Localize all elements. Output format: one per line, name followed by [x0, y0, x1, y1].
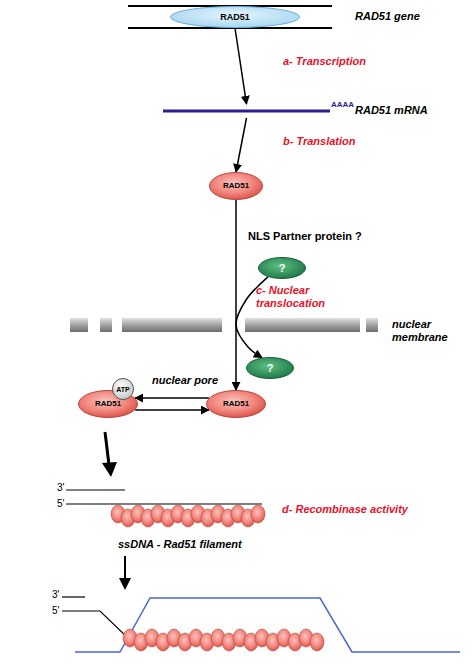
protein-ellipse: RAD51ATP [78, 390, 138, 418]
strand-invasion [62, 597, 460, 652]
partner-protein: ? [258, 257, 306, 279]
node-outline [207, 391, 266, 418]
nuclear-membrane [70, 318, 378, 332]
annotation-label: nuclear pore [152, 374, 218, 387]
step-label: a- Transcription [283, 55, 433, 68]
node-heading: AAAA [331, 100, 354, 110]
node-outline [163, 110, 330, 113]
atp-circle: ATP [112, 378, 134, 400]
node-outline [247, 358, 294, 379]
annotation-label: NLS Partner protein ? [248, 230, 362, 243]
node-text: RAD51 [206, 390, 266, 418]
partner-protein: ? [246, 357, 294, 379]
arrow-connector [235, 28, 247, 104]
step-label: c- Nuclear translocation [256, 284, 344, 310]
annotation-label: d- Recombinase activity [282, 503, 408, 516]
node-heading: RAD51 mRNA [355, 104, 428, 117]
node-text: ? [258, 257, 306, 279]
mrna-strand: AAAARAD51 mRNA [163, 104, 330, 118]
step-label: b- Translation [283, 135, 433, 148]
arrow-connector [135, 397, 209, 399]
annotation-label: 3' [52, 588, 59, 601]
node-text: ATP [112, 378, 134, 400]
node-heading: RAD51 gene [355, 10, 420, 23]
gene-dna [128, 6, 332, 28]
annotation-label: 5' [57, 497, 64, 510]
node-outline [171, 7, 300, 28]
arrow-connector [135, 409, 209, 411]
node-text: ? [246, 357, 294, 379]
node-outline [113, 379, 134, 400]
arrow-connector [235, 200, 237, 390]
protein-ellipse: RAD51 [206, 390, 266, 418]
rad51-filament [123, 629, 324, 651]
gene-region: RAD51RAD51 gene [170, 6, 300, 28]
annotation-label: nuclear membrane [392, 318, 462, 344]
node-outline [259, 258, 306, 279]
protein-ellipse: RAD51 [209, 172, 263, 200]
node-text: RAD51 [170, 6, 300, 28]
dna-strands [66, 490, 262, 504]
annotation-label: ssDNA - Rad51 filament [118, 538, 242, 551]
rad51-filament [111, 505, 265, 527]
node-shape [163, 104, 330, 118]
node-outline [210, 173, 263, 200]
node-text: RAD51 [209, 172, 263, 200]
annotation-label: 3' [57, 481, 64, 494]
arrow-connector [236, 118, 247, 172]
annotation-label: 5' [52, 604, 59, 617]
